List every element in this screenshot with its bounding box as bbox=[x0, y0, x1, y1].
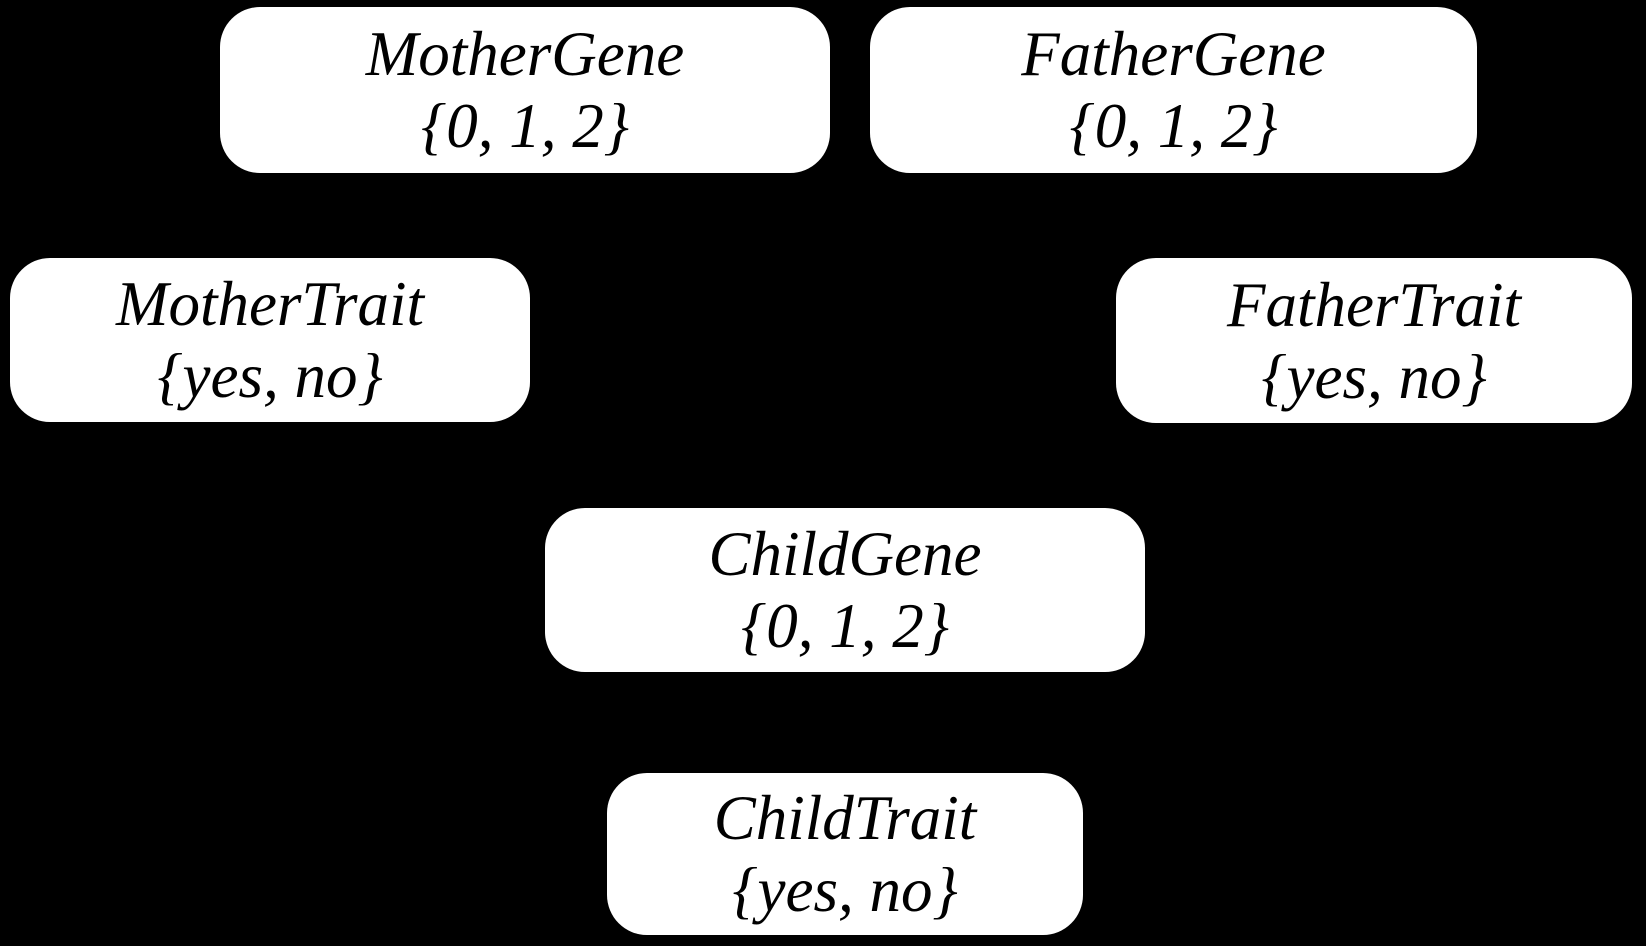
node-father-gene-domain: {0, 1, 2} bbox=[1069, 91, 1278, 161]
node-child-gene-label: ChildGene bbox=[708, 519, 982, 589]
node-child-gene: ChildGene {0, 1, 2} bbox=[545, 508, 1145, 672]
node-mother-gene-domain: {0, 1, 2} bbox=[421, 91, 629, 161]
node-child-trait-domain: {yes, no} bbox=[732, 855, 958, 925]
node-father-trait: FatherTrait {yes, no} bbox=[1116, 258, 1632, 423]
node-child-trait-label: ChildTrait bbox=[713, 783, 977, 853]
node-child-trait: ChildTrait {yes, no} bbox=[607, 773, 1083, 935]
node-mother-gene: MotherGene {0, 1, 2} bbox=[220, 7, 830, 173]
node-father-trait-label: FatherTrait bbox=[1226, 269, 1522, 340]
node-mother-trait: MotherTrait {yes, no} bbox=[10, 258, 530, 422]
node-father-trait-domain: {yes, no} bbox=[1261, 341, 1487, 412]
node-mother-gene-label: MotherGene bbox=[365, 19, 685, 89]
node-father-gene-label: FatherGene bbox=[1021, 19, 1326, 89]
node-child-gene-domain: {0, 1, 2} bbox=[741, 591, 949, 661]
node-father-gene: FatherGene {0, 1, 2} bbox=[870, 7, 1477, 173]
node-mother-trait-label: MotherTrait bbox=[115, 269, 425, 339]
node-mother-trait-domain: {yes, no} bbox=[157, 341, 383, 411]
